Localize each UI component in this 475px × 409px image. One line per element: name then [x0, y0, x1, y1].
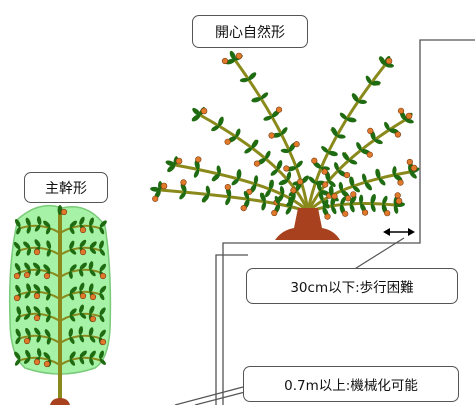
- fruit-icon: [100, 273, 106, 279]
- row-width-note: 30cm以下:歩行困難: [246, 268, 458, 304]
- width-arrow: [383, 228, 415, 236]
- fruit-icon: [34, 293, 40, 299]
- fruit-icon: [395, 132, 401, 138]
- height-note: 0.7m以上:機械化可能: [243, 366, 459, 402]
- fruit-icon: [44, 361, 50, 367]
- fruit-icon: [14, 273, 20, 279]
- fruit-icon: [398, 108, 404, 114]
- fruit-icon: [176, 158, 182, 164]
- fruit-icon: [294, 141, 300, 147]
- fruit-icon: [236, 53, 242, 59]
- fruit-icon: [368, 128, 374, 134]
- fruit-icon: [225, 184, 231, 190]
- fruit-icon: [80, 227, 86, 233]
- central-leader-tree: [10, 205, 111, 405]
- open-center-tree: [150, 50, 420, 240]
- open-center-label: 開心自然形: [192, 15, 308, 48]
- fruit-icon: [396, 198, 402, 204]
- fruit-icon: [367, 152, 373, 158]
- fruit-icon: [254, 161, 260, 167]
- fruit-icon: [312, 158, 318, 164]
- fruit-icon: [322, 182, 328, 188]
- fruit-icon: [325, 214, 331, 220]
- fruit-icon: [152, 196, 158, 202]
- fruit-icon: [284, 166, 290, 172]
- fruit-icon: [344, 172, 350, 178]
- root-soil: [275, 208, 340, 240]
- fruit-icon: [24, 338, 30, 344]
- fruit-icon: [332, 193, 338, 199]
- fruit-icon: [34, 315, 40, 321]
- fruit-icon: [90, 316, 96, 322]
- fruit-icon: [80, 293, 86, 299]
- callout-pointer-height-1: [175, 387, 243, 405]
- central-leader-label: 主幹形: [24, 172, 108, 203]
- fruit-icon: [406, 113, 412, 119]
- fruit-icon: [322, 169, 328, 175]
- fruit-icon: [276, 107, 282, 113]
- fruit-icon: [291, 188, 297, 194]
- trunk-base: [50, 398, 70, 405]
- fruit-icon: [269, 133, 275, 139]
- fruit-icon: [395, 193, 401, 199]
- fruit-icon: [386, 58, 392, 64]
- fruit-icon: [61, 209, 67, 215]
- fruit-icon: [34, 249, 40, 255]
- fruit-icon: [297, 179, 303, 185]
- fruit-icon: [407, 159, 413, 165]
- fruit-icon: [225, 139, 231, 145]
- ground-line-upper: [223, 40, 475, 405]
- fruit-icon: [34, 359, 40, 365]
- fruit-icon: [196, 157, 202, 163]
- fruit-icon: [100, 339, 106, 345]
- fruit-icon: [181, 180, 187, 186]
- fruit-icon: [272, 210, 278, 216]
- fruit-icon: [241, 205, 247, 211]
- fruit-icon: [14, 295, 20, 301]
- fruit-icon: [345, 196, 351, 202]
- fruit-icon: [80, 249, 86, 255]
- fruit-icon: [384, 210, 390, 216]
- fruit-icon: [24, 272, 30, 278]
- fruit-icon: [201, 108, 207, 114]
- fruit-icon: [222, 58, 228, 64]
- fruit-icon: [351, 192, 357, 198]
- fruit-icon: [362, 210, 368, 216]
- callout-pointer-height-2: [195, 392, 245, 405]
- fruit-icon: [44, 273, 50, 279]
- fruit-icon: [411, 165, 417, 171]
- fruit-icon: [342, 211, 348, 217]
- fruit-icon: [161, 183, 167, 189]
- fruit-icon: [398, 180, 404, 186]
- fruit-icon: [90, 294, 96, 300]
